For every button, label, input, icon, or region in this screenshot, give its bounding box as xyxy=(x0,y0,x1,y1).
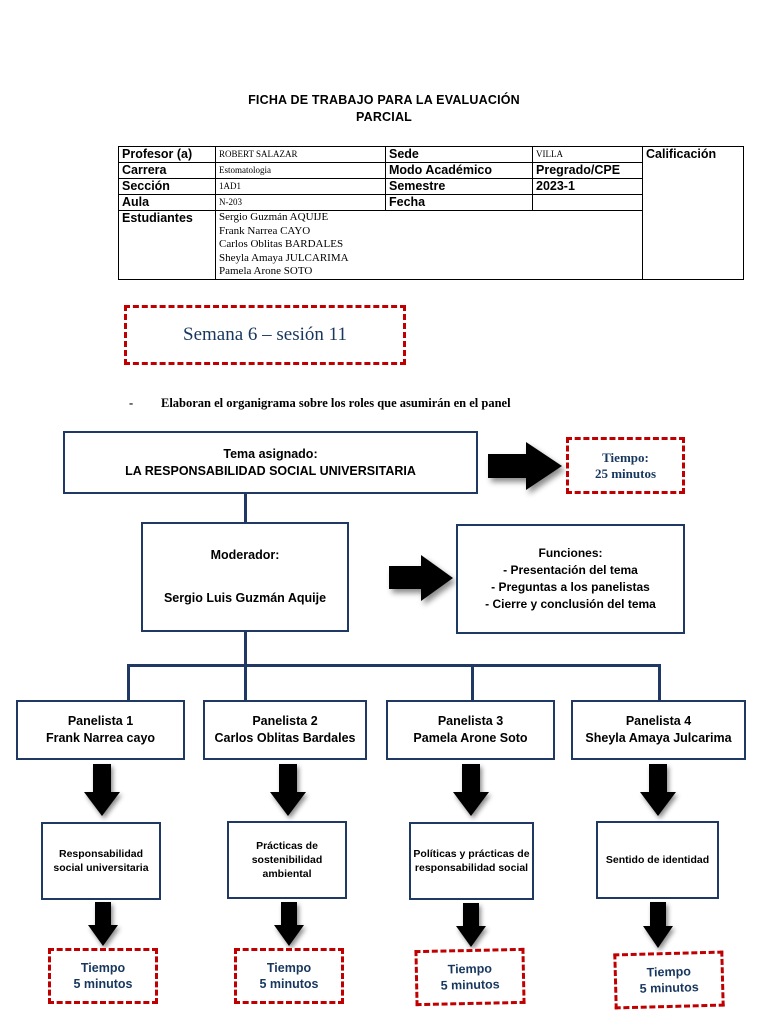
topic-text: Políticas y prácticas de responsabilidad… xyxy=(413,848,530,874)
panelista-name: Sheyla Amaya Julcarima xyxy=(585,731,732,745)
panelista-box-3: Panelista 3 Pamela Arone Soto xyxy=(386,700,555,760)
tiempo-label: Tiempo xyxy=(266,961,312,975)
tema-label: Tema asignado: xyxy=(223,446,318,461)
tiempo-value: 5 minutos xyxy=(639,980,699,996)
connector-panel-1 xyxy=(127,664,130,700)
cell-value-profesor: ROBERT SALAZAR xyxy=(215,146,386,163)
arrow-right-icon xyxy=(389,555,455,601)
tiempo-label: Tiempo xyxy=(80,961,126,975)
cell-value-seccion: 1AD1 xyxy=(215,178,386,195)
tiempo-tema-label: Tiempo: xyxy=(602,449,649,465)
panelista-role: Panelista 4 xyxy=(625,714,692,728)
table-row: Profesor (a) ROBERT SALAZAR Sede VILLA C… xyxy=(118,146,744,280)
session-badge-label: Semana 6 – sesión 11 xyxy=(183,324,347,345)
connector-panel-2 xyxy=(244,664,247,700)
topic-box-4: Sentido de identidad xyxy=(596,821,719,899)
student-name: Carlos Oblitas BARDALES xyxy=(219,238,344,250)
topic-box-1: Responsabilidad social universitaria xyxy=(41,822,161,900)
cell-value-carrera: Estomatologia xyxy=(215,162,386,179)
tiempo-badge-3: Tiempo 5 minutos xyxy=(414,947,526,1007)
table-row: Aula N-203 Fecha xyxy=(118,194,744,211)
page-title-line1: FICHA DE TRABAJO PARA LA EVALUACIÓN xyxy=(248,93,520,107)
panelista-box-2: Panelista 2 Carlos Oblitas Bardales xyxy=(203,700,367,760)
arrow-down-icon xyxy=(270,764,306,816)
connector-moderador-drop xyxy=(244,632,247,666)
panelista-role: Panelista 1 xyxy=(67,714,134,728)
cell-value-sede: VILLA xyxy=(532,146,643,163)
student-name: Pamela Arone SOTO xyxy=(219,265,313,277)
arrow-right-icon xyxy=(488,442,562,490)
cell-label-calificacion: Calificación xyxy=(642,146,744,280)
cell-value-semestre: 2023-1 xyxy=(532,178,643,195)
tiempo-value: 5 minutos xyxy=(259,977,319,991)
funciones-title: Funciones: xyxy=(538,546,603,560)
tema-value: LA RESPONSABILIDAD SOCIAL UNIVERSITARIA xyxy=(125,463,416,478)
topic-text: Responsabilidad social universitaria xyxy=(53,848,149,874)
tiempo-badge-2: Tiempo 5 minutos xyxy=(234,948,344,1004)
cell-label-fecha: Fecha xyxy=(385,194,533,211)
panelista-box-4: Panelista 4 Sheyla Amaya Julcarima xyxy=(571,700,746,760)
funciones-item: - Preguntas a los panelistas xyxy=(491,580,650,594)
instruction-line: - Elaboran el organigrama sobre los roles… xyxy=(129,396,511,411)
tiempo-value: 5 minutos xyxy=(440,977,500,993)
tiempo-value: 5 minutos xyxy=(73,977,133,991)
tiempo-badge-4: Tiempo 5 minutos xyxy=(613,950,725,1010)
instruction-bullet: - xyxy=(129,396,134,410)
arrow-down-icon xyxy=(84,764,120,816)
funciones-item: - Presentación del tema xyxy=(503,563,638,577)
panelista-name: Frank Narrea cayo xyxy=(45,731,156,745)
page-title: FICHA DE TRABAJO PARA LA EVALUACIÓN PARC… xyxy=(0,92,768,126)
tiempo-tema-badge: Tiempo: 25 minutos xyxy=(566,437,685,494)
panelista-role: Panelista 3 xyxy=(437,714,504,728)
arrow-down-icon xyxy=(88,902,118,946)
topic-box-3: Políticas y prácticas de responsabilidad… xyxy=(409,822,534,900)
cell-label-semestre: Semestre xyxy=(385,178,533,195)
tiempo-badge-1: Tiempo 5 minutos xyxy=(48,948,158,1004)
arrow-down-icon xyxy=(456,903,486,947)
cell-label-estudiantes: Estudiantes xyxy=(118,210,216,280)
cell-label-modo-academico: Modo Académico xyxy=(385,162,533,179)
tema-box: Tema asignado: LA RESPONSABILIDAD SOCIAL… xyxy=(63,431,478,494)
cell-label-aula: Aula xyxy=(118,194,216,211)
session-badge: Semana 6 – sesión 11 xyxy=(124,305,406,365)
page-title-line2: PARCIAL xyxy=(355,110,413,124)
funciones-box: Funciones: - Presentación del tema - Pre… xyxy=(456,524,685,634)
panelista-box-1: Panelista 1 Frank Narrea cayo xyxy=(16,700,185,760)
arrow-down-icon xyxy=(640,764,676,816)
instruction-text: Elaboran el organigrama sobre los roles … xyxy=(161,396,511,410)
panelista-role: Panelista 2 xyxy=(252,714,318,728)
connector-panel-4 xyxy=(658,664,661,700)
cell-value-aula: N-203 xyxy=(215,194,386,211)
funciones-item: - Cierre y conclusión del tema xyxy=(485,597,656,611)
cell-label-sede: Sede xyxy=(385,146,533,163)
tiempo-label: Tiempo xyxy=(646,964,692,980)
cell-label-carrera: Carrera xyxy=(118,162,216,179)
student-name: Sheyla Amaya JULCARIMA xyxy=(219,251,349,264)
arrow-down-icon xyxy=(274,902,304,946)
connector-panel-horizontal xyxy=(127,664,661,667)
panelista-name: Pamela Arone Soto xyxy=(413,731,528,745)
panelista-name: Carlos Oblitas Bardales xyxy=(214,731,356,745)
info-table: Profesor (a) ROBERT SALAZAR Sede VILLA C… xyxy=(118,146,744,280)
student-name: Sergio Guzmán AQUIJE xyxy=(219,211,329,223)
cell-value-modo-academico: Pregrado/CPE xyxy=(532,162,643,179)
topic-text: Sentido de identidad xyxy=(605,854,710,866)
moderador-label: Moderador: xyxy=(210,548,280,562)
table-row-estudiantes: Estudiantes Sergio Guzmán AQUIJE Frank N… xyxy=(118,210,744,280)
student-name: Frank Narrea CAYO xyxy=(219,224,311,237)
topic-text: Prácticas de sostenibilidad ambiental xyxy=(251,840,323,880)
connector-tema-moderador xyxy=(244,494,247,522)
cell-value-fecha xyxy=(532,194,643,211)
cell-label-profesor: Profesor (a) xyxy=(118,146,216,163)
arrow-down-icon xyxy=(453,764,489,816)
connector-panel-3 xyxy=(471,664,474,700)
moderador-box: Moderador: Sergio Luis Guzmán Aquije xyxy=(141,522,349,632)
tiempo-tema-value: 25 minutos xyxy=(594,465,657,481)
arrow-down-icon xyxy=(643,902,673,948)
cell-value-estudiantes: Sergio Guzmán AQUIJE Frank Narrea CAYO C… xyxy=(215,210,643,280)
topic-box-2: Prácticas de sostenibilidad ambiental xyxy=(227,821,347,899)
moderador-name: Sergio Luis Guzmán Aquije xyxy=(163,591,327,605)
cell-label-seccion: Sección xyxy=(118,178,216,195)
tiempo-label: Tiempo xyxy=(447,961,493,977)
